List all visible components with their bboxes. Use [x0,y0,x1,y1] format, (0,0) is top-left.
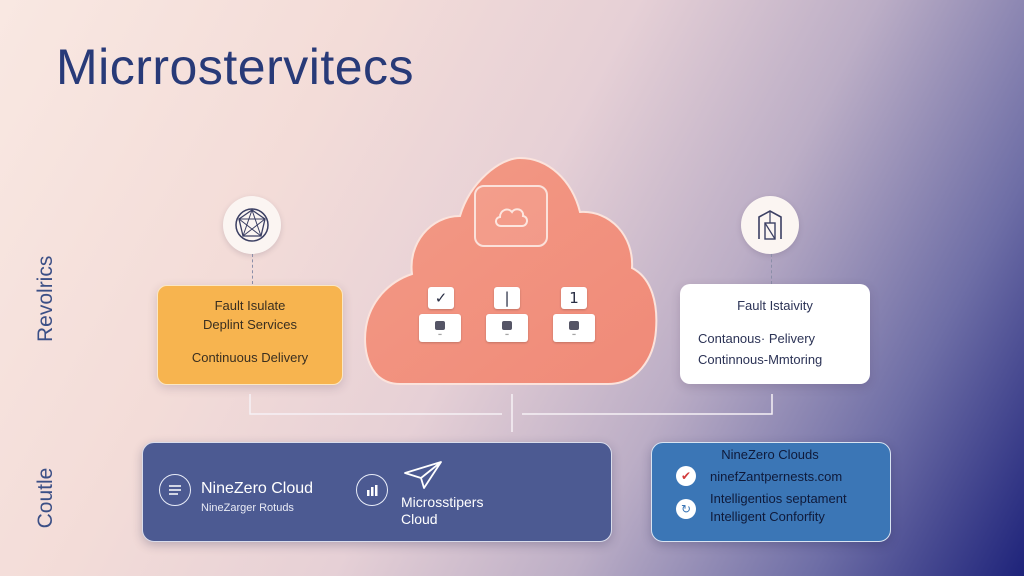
bottom-right-line-1: ninefZantpernests.com [710,469,843,484]
cloud-check-2: | [494,287,520,309]
bottom-left-item2-title: Microsstipers [401,494,484,510]
bottom-left-item2-sub: Cloud [401,511,438,527]
cloud-check-1: ✓ [428,287,454,309]
cloud-check-3: 1 [561,287,587,309]
right-card-line-3: Continnous-Mmtoring [698,352,823,367]
network-icon [235,208,269,242]
cloud-icon [495,208,528,227]
right-card-line-2: Contanous· Pelivery [698,331,816,346]
bottom-left-item1-sub: NineZarger Rotuds [201,502,294,514]
connector-lines [249,394,773,432]
cloud-service-tile-1: ▪▪ [419,314,461,342]
right-icon-stem [771,254,772,284]
network-icon-badge [223,196,281,254]
menu-icon [169,485,181,495]
cloud-service-tile-3: ▪▪ [553,314,595,342]
building-icon [758,210,782,240]
bottom-right-line-3: Intelligent Conforfity [710,509,825,524]
menu-icon-ring [159,474,191,506]
paper-plane-icon [404,461,442,489]
left-card-line-3: Continuous Delivery [191,350,309,365]
bottom-left-item1-title: NineZero Cloud [201,480,314,497]
left-icon-stem [252,254,253,284]
left-card-line-2: Deplint Services [203,317,297,332]
chart-icon-ring [356,474,388,506]
side-label-bottom: Coutle [34,467,57,529]
page-title: Micrrostervitecs [56,39,415,95]
refresh-icon: ↻ [676,499,696,519]
bottom-right-line-2: Intelligentios septament [710,491,847,506]
left-info-card: Fault Isulate Deplint Services Continuou… [157,285,343,385]
building-icon-badge [741,196,799,254]
check-icon: ✔ [676,466,696,486]
right-info-card: Fault Istaivity Contanous· Pelivery Cont… [680,284,870,384]
chart-icon [367,485,378,496]
side-label-top: Revolrics [34,255,57,342]
left-card-line-1: Fault Isulate [214,298,286,313]
cloud-service-tile-2: ▪▪ [486,314,528,342]
bottom-right-panel [651,442,891,542]
cloud-icon-frame [474,185,548,247]
right-card-line-1: Fault Istaivity [737,298,813,313]
bottom-right-title: NineZero Clouds [721,447,819,462]
